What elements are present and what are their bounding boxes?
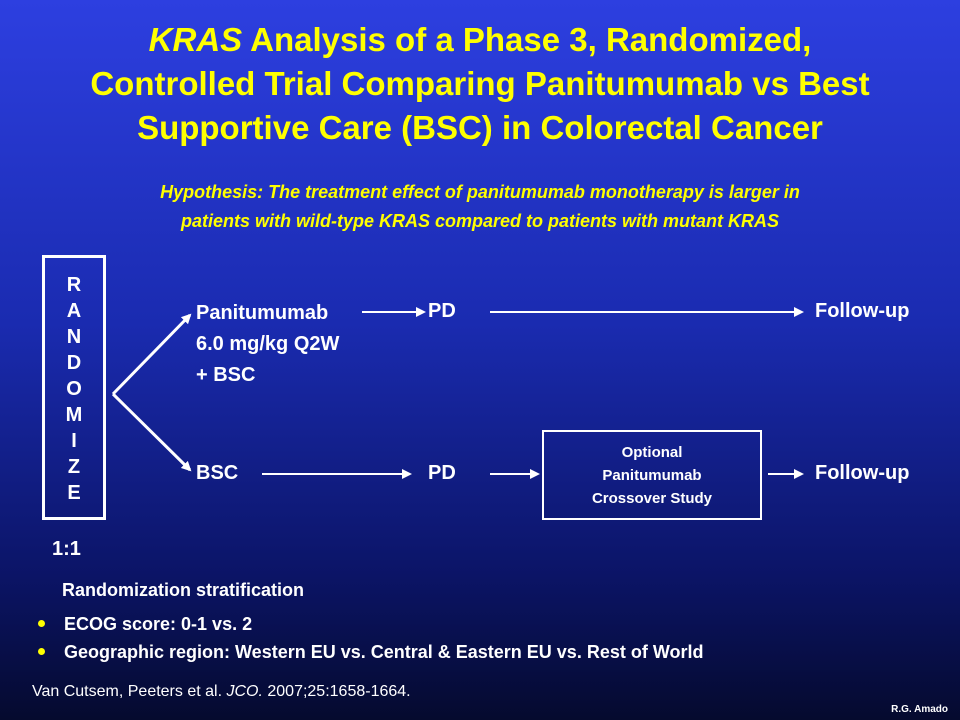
randomization-ratio: 1:1: [52, 538, 81, 560]
reference-journal: JCO.: [226, 683, 263, 700]
randomize-letter: O: [66, 377, 82, 400]
reference: Van Cutsem, Peeters et al. JCO. 2007;25:…: [32, 683, 411, 701]
slide-title: KRAS Analysis of a Phase 3, Randomized, …: [20, 18, 940, 150]
title-italic: KRAS: [148, 21, 243, 58]
author-mark: R.G. Amado: [891, 704, 948, 715]
panitumumab-arm-line-1: Panitumumab: [196, 302, 329, 324]
list-item-text: Geographic region: Western EU vs. Centra…: [64, 642, 704, 662]
bullet-icon: [38, 648, 45, 655]
randomize-letters: R A N D O M I Z E: [45, 258, 103, 517]
panitumumab-pd: PD: [428, 300, 456, 322]
randomize-letter: M: [65, 403, 83, 426]
randomize-letter: Z: [67, 455, 81, 478]
randomize-letter: I: [71, 429, 77, 452]
branch-arrow-up: [111, 313, 192, 396]
title-line-1: KRAS Analysis of a Phase 3, Randomized,: [20, 18, 940, 62]
crossover-line-3: Crossover Study: [591, 489, 713, 507]
randomize-letter: D: [66, 351, 82, 374]
title-line-1-rest: Analysis of a Phase 3, Randomized,: [242, 21, 812, 58]
bullet-icon: [38, 620, 45, 627]
title-line-3: Supportive Care (BSC) in Colorectal Canc…: [137, 109, 823, 146]
reference-citation: 2007;25:1658-1664.: [262, 683, 411, 700]
randomize-letter: N: [66, 325, 82, 348]
crossover-line-1: Optional: [621, 443, 683, 461]
crossover-line-2: Panitumumab: [602, 466, 702, 484]
panitumumab-arm-line-2: 6.0 mg/kg Q2W: [196, 333, 340, 355]
bsc-arm: BSC: [196, 462, 239, 484]
title-line-2: Controlled Trial Comparing Panitumumab v…: [90, 65, 870, 102]
list-item: Geographic region: Western EU vs. Centra…: [38, 638, 703, 666]
hypothesis: Hypothesis: The treatment effect of pani…: [30, 178, 930, 236]
randomize-letter: R: [66, 273, 82, 296]
list-item-text: ECOG score: 0-1 vs. 2: [64, 614, 253, 634]
randomize-letter: E: [67, 481, 81, 504]
stratification-heading: Randomization stratification: [62, 580, 305, 600]
panitumumab-arm: Panitumumab 6.0 mg/kg Q2W + BSC: [196, 298, 339, 391]
bsc-followup: Follow-up: [815, 462, 910, 484]
list-item: ECOG score: 0-1 vs. 2: [38, 610, 703, 638]
crossover-box: Optional Panitumumab Crossover Study: [542, 430, 762, 520]
panitumumab-followup: Follow-up: [815, 300, 910, 322]
reference-authors: Van Cutsem, Peeters et al.: [32, 683, 227, 700]
bsc-pd: PD: [428, 462, 456, 484]
branch-arrow-down: [111, 392, 192, 472]
stratification-list: ECOG score: 0-1 vs. 2 Geographic region:…: [38, 610, 703, 666]
randomize-box: R A N D O M I Z E: [42, 255, 106, 520]
hypothesis-line-1: Hypothesis: The treatment effect of pani…: [160, 182, 800, 202]
randomize-letter: A: [66, 299, 82, 322]
panitumumab-arm-line-3: + BSC: [196, 364, 256, 386]
hypothesis-line-2: patients with wild-type KRAS compared to…: [180, 211, 780, 231]
